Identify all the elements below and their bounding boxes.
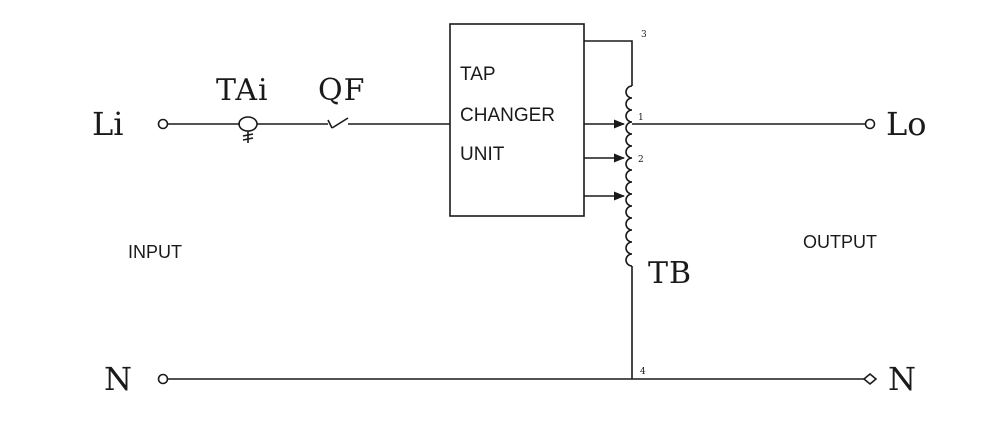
tap-changer-line-3: UNIT [460, 144, 505, 165]
current-transformer-label: TAi [216, 73, 269, 108]
tap-changer-box [449, 23, 585, 217]
terminal-label-lo: Lo [886, 105, 927, 143]
transformer-winding [625, 85, 633, 267]
tap-changer-line-2: CHANGER [460, 105, 555, 126]
tap-number-1: 1 [638, 113, 644, 123]
tap-changer-line-1: TAP [460, 64, 496, 85]
transformer-label: TB [648, 256, 692, 291]
tap-number-2: 2 [638, 155, 644, 165]
terminal-label-n-output: N [888, 360, 916, 398]
terminal-li [157, 118, 169, 130]
terminal-lo [864, 118, 876, 130]
input-side-label: INPUT [128, 242, 182, 262]
tap-number-4: 4 [640, 367, 646, 377]
terminal-label-n-input: N [104, 360, 132, 398]
terminal-label-li: Li [92, 105, 123, 143]
terminal-n-input [157, 373, 169, 385]
terminal-n-output [862, 372, 878, 386]
tap-number-3: 3 [641, 30, 647, 40]
breaker-symbol [327, 117, 450, 129]
tap-3-wire [584, 40, 633, 86]
breaker-label: QF [318, 73, 365, 108]
output-side-label: OUTPUT [803, 232, 877, 252]
current-transformer-symbol [238, 116, 258, 143]
